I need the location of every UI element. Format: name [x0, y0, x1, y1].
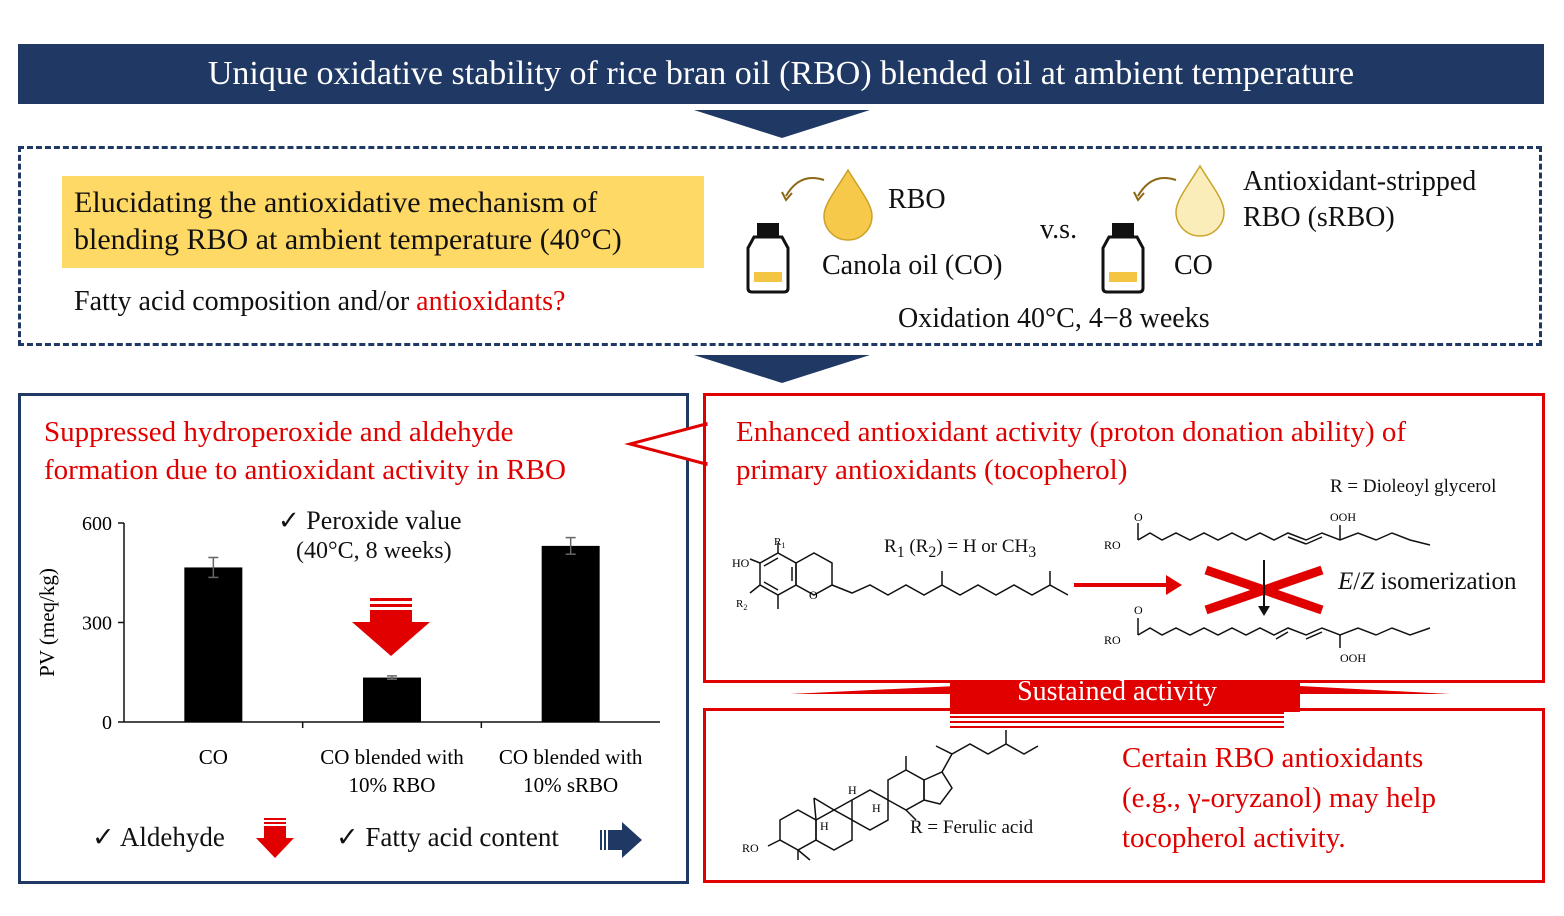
ro-label: RO — [742, 841, 759, 855]
carbonyl-o-label: O — [1134, 603, 1143, 617]
vs-label: v.s. — [1040, 214, 1078, 245]
oryzanol-panel — [703, 708, 1545, 883]
page-title: Unique oxidative stability of rice bran … — [18, 44, 1544, 104]
category-label: 10% sRBO — [523, 773, 618, 797]
srbo-drop-icon — [1175, 164, 1225, 237]
oryzanol-text-1: Certain RBO antioxidants — [1122, 742, 1424, 774]
peroxide-panel — [18, 393, 689, 884]
chart-title-1: ✓ Peroxide value — [278, 506, 462, 535]
oryzanol-structure: RO H H H — [742, 730, 1039, 861]
category-label: CO — [199, 745, 228, 769]
rbo-drop-icon — [823, 168, 873, 241]
r-ferulic-label: R = Ferulic acid — [910, 817, 1034, 838]
y-tick-label: 0 — [102, 712, 112, 734]
blocked-isomerization-icon — [1204, 560, 1324, 616]
hydroperoxide-structure-top: O RO OOH — [1104, 510, 1431, 552]
carbonyl-o-label: O — [1134, 510, 1143, 524]
tocopherol-structure: HO R1 R2 O — [732, 536, 1069, 612]
check-icon: ✓ — [336, 822, 359, 852]
y-tick-label: 600 — [82, 513, 112, 535]
left-heading-1: Suppressed hydroperoxide and aldehyde — [44, 416, 514, 448]
sustained-activity-label: Sustained activity — [1017, 676, 1217, 707]
ho-label: HO — [732, 556, 750, 570]
arrow-down-2 — [694, 355, 870, 383]
right-heading-1: Enhanced antioxidant activity (proton do… — [736, 416, 1407, 448]
co-label-right: CO — [1174, 250, 1213, 281]
hydroperoxide-structure-bottom: O RO OOH — [1104, 603, 1431, 665]
oil-blend-icons — [746, 164, 1225, 294]
y-axis-label: PV (meq/kg) — [35, 568, 59, 677]
callout-pointer — [624, 422, 710, 466]
h-label: H — [872, 801, 881, 815]
y-tick-label: 300 — [82, 613, 112, 635]
arrow-down-1 — [694, 110, 870, 138]
bottle-icon — [746, 235, 790, 294]
objective-box: Elucidating the antioxidative mechanism … — [62, 176, 704, 268]
bar — [541, 545, 600, 722]
curved-arrow-icon — [785, 177, 825, 197]
peroxide-value-chart: 0 300 600 PV (meq/kg) CO CO blended with 10% R… — [35, 513, 660, 797]
oryzanol-text-3: tocopherol activity. — [1122, 822, 1346, 854]
fatty-acid-right-arrow-icon — [600, 822, 642, 858]
category-label: 10% RBO — [349, 773, 436, 797]
category-label: CO blended with — [320, 745, 464, 769]
isomerization-label: E/Z isomerization — [1338, 568, 1517, 595]
bottle-cap-icon — [757, 223, 779, 237]
question-highlight: antioxidants? — [416, 286, 566, 317]
r1-r2-definition: R1 (R2) = H or CH3 — [884, 536, 1037, 561]
co-label: Canola oil (CO) — [822, 250, 1003, 281]
srbo-label-1: Antioxidant-stripped — [1243, 166, 1477, 197]
bar — [363, 677, 421, 722]
hypothesis-panel — [18, 146, 1542, 346]
check-icon: ✓ — [278, 506, 300, 535]
r-dioleoyl-label: R = Dioleoyl glycerol — [1330, 476, 1497, 497]
question-text: Fatty acid composition and/or antioxidan… — [74, 286, 565, 318]
oxidation-condition: Oxidation 40°C, 4−8 weeks — [898, 303, 1210, 334]
right-heading-2: primary antioxidants (tocopherol) — [736, 454, 1128, 486]
r2-label: R2 — [736, 598, 747, 612]
aldehyde-down-arrow-icon — [256, 818, 294, 858]
aldehyde-item: ✓ Aldehyde — [92, 822, 225, 852]
left-heading-2: formation due to antioxidant activity in… — [44, 454, 566, 486]
question-plain: Fatty acid composition and/or — [74, 286, 417, 317]
h-label: H — [820, 819, 829, 833]
bar — [184, 567, 243, 722]
check-icon: ✓ — [92, 822, 115, 852]
srbo-label-2: RBO (sRBO) — [1243, 202, 1395, 233]
fatty-acid-item: ✓ Fatty acid content — [336, 822, 559, 852]
ro-label: RO — [1104, 633, 1121, 647]
bottle-cap-icon — [1112, 223, 1134, 237]
decrease-arrow-icon — [352, 598, 430, 656]
ring-oxygen-label: O — [809, 588, 818, 602]
ro-label: RO — [1104, 538, 1121, 552]
r1-label: R1 — [774, 536, 785, 550]
ooh-label: OOH — [1340, 651, 1366, 665]
bottle-icon — [1101, 235, 1145, 294]
ooh-label: OOH — [1330, 510, 1356, 524]
oryzanol-text-2: (e.g., γ-oryzanol) may help — [1122, 782, 1436, 814]
reaction-arrow-icon — [1074, 575, 1182, 595]
category-label: CO blended with — [499, 745, 643, 769]
chart-title-2: (40°C, 8 weeks) — [296, 538, 452, 564]
rbo-label: RBO — [888, 184, 946, 215]
h-label: H — [848, 783, 857, 797]
